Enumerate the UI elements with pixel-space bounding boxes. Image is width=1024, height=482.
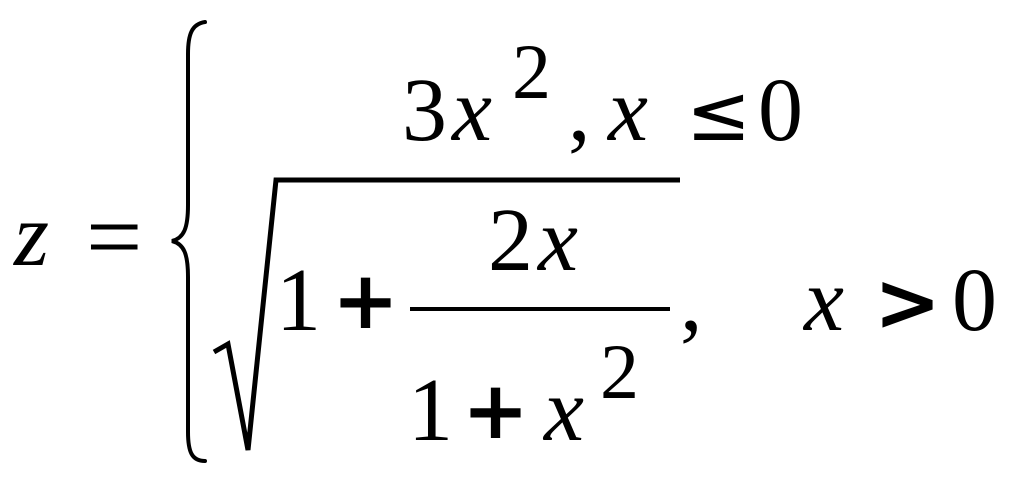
fraction-numerator-variable: x bbox=[536, 191, 578, 290]
fraction-denominator-exponent: 2 bbox=[600, 328, 639, 415]
radical-sign bbox=[212, 177, 680, 451]
case1-exponent: 2 bbox=[512, 28, 551, 115]
radicand-plus: + bbox=[332, 254, 399, 347]
lhs-variable: z bbox=[12, 186, 49, 285]
case1-condition-operator: ≤ bbox=[686, 69, 751, 159]
case1-condition-value: 0 bbox=[758, 61, 803, 160]
case1-condition-variable: x bbox=[606, 61, 648, 160]
fraction-denominator-variable: x bbox=[542, 361, 584, 460]
case-2: 1 + 2 x 1 + x 2 , x > 0 bbox=[212, 177, 997, 460]
fraction-denominator-plus: + bbox=[462, 364, 529, 457]
equals-sign: = bbox=[86, 181, 142, 292]
case2-comma: , bbox=[680, 251, 703, 350]
fraction-denominator-one: 1 bbox=[408, 361, 453, 460]
case-1: 3 x 2 , x ≤ 0 bbox=[402, 28, 803, 160]
radicand-one: 1 bbox=[276, 251, 321, 350]
case1-comma: , bbox=[568, 61, 591, 160]
case1-coefficient: 3 bbox=[402, 61, 447, 160]
case2-condition-variable: x bbox=[802, 251, 844, 350]
case2-condition-operator: > bbox=[874, 256, 941, 349]
left-brace bbox=[171, 20, 207, 463]
fraction-numerator-coefficient: 2 bbox=[488, 191, 533, 290]
case1-variable: x bbox=[450, 61, 492, 160]
case2-condition-value: 0 bbox=[952, 251, 997, 350]
